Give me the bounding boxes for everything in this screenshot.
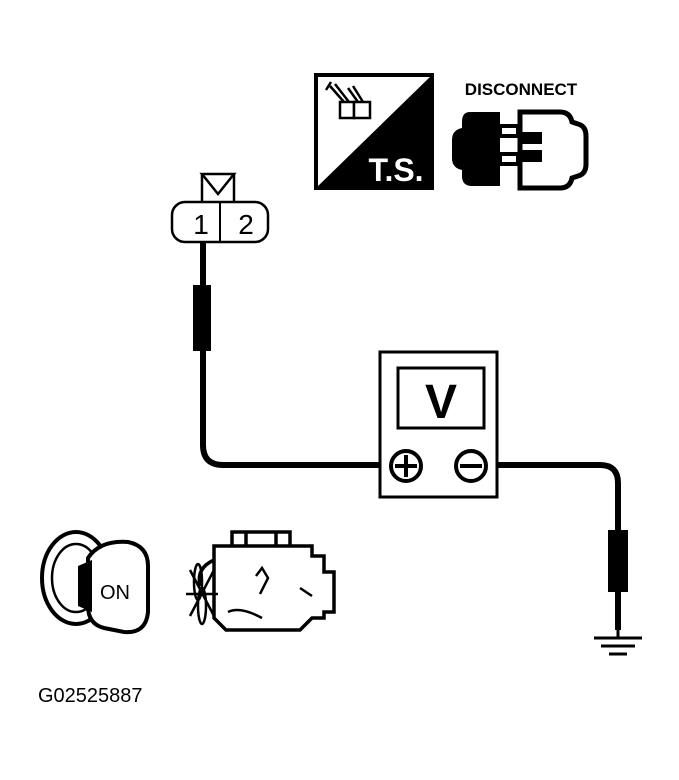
connector-pin-2: 2	[238, 209, 254, 240]
connector-half-right	[517, 109, 589, 191]
test-lead-positive	[193, 242, 383, 468]
probe-negative	[608, 530, 628, 592]
key-head	[86, 539, 150, 635]
voltmeter: V	[378, 350, 499, 499]
ground-symbol-icon	[594, 628, 642, 656]
ignition-on-label: ON	[100, 582, 130, 604]
probe-positive	[193, 285, 211, 351]
positive-terminal	[389, 449, 423, 483]
connector-pin-1: 1	[193, 209, 209, 240]
test-lead-negative	[492, 462, 628, 630]
voltmeter-display	[396, 366, 486, 430]
voltmeter-unit: V	[425, 376, 457, 429]
engine-fan	[186, 562, 218, 626]
ts-connector-pictogram	[324, 81, 372, 120]
engine-stopped-icon	[186, 530, 336, 632]
ignition-key-icon: ON	[40, 530, 150, 635]
ts-icon: T.S.	[314, 73, 434, 190]
negative-terminal	[454, 449, 488, 483]
figure-id: G02525887	[38, 685, 143, 707]
disconnect-connector-icon: DISCONNECT	[452, 80, 589, 191]
harness-connector: 1 2	[170, 172, 270, 244]
disconnect-label: DISCONNECT	[465, 80, 578, 99]
ts-label: T.S.	[368, 152, 423, 188]
connector-half-left	[452, 112, 500, 186]
